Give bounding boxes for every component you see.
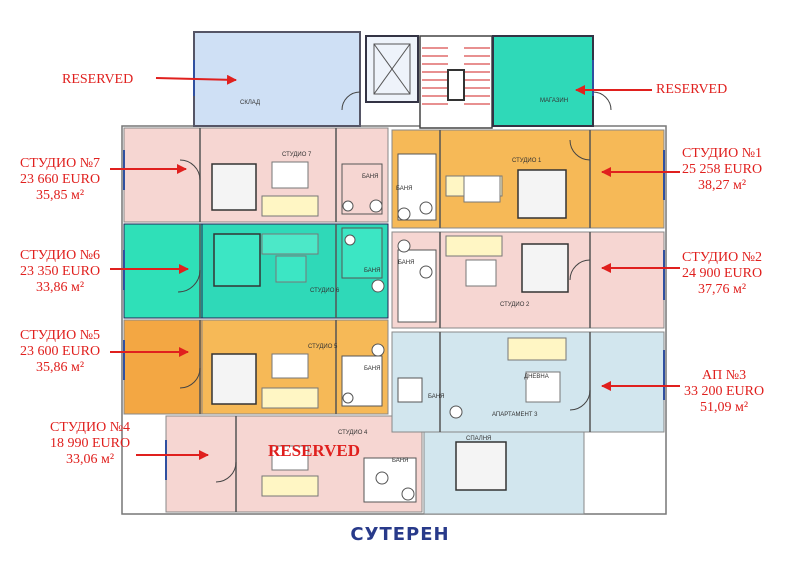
arrow-reserved-left (155, 74, 237, 85)
label-reserved-top-right: RESERVED (656, 82, 728, 97)
label-studio6: СТУДИО №6 23 350 EURO 33,86 м² (20, 248, 101, 295)
room-label-bedroom: СПАЛНЯ (466, 436, 491, 442)
label-studio4: СТУДИО №4 18 990 EURO 33,06 м² (50, 420, 131, 467)
label-reserved-studio4: RESERVED (268, 441, 360, 460)
label-studio5: СТУДИО №5 23 600 EURO 35,86 м² (20, 328, 101, 375)
room-label-apartment3: АПАРТАМЕНТ 3 (492, 412, 538, 418)
room-label-studio4: СТУДИО 4 (338, 430, 368, 436)
room-label-bath7: БАНЯ (362, 174, 378, 180)
page-title: СУТЕРЕН (350, 524, 450, 545)
room-label-bath1: БАНЯ (396, 186, 412, 192)
label-studio2: СТУДИО №2 24 900 EURO 37,76 м² (682, 250, 763, 297)
room-label-living: ДНЕВНА (524, 374, 549, 380)
room-label-studio7: СТУДИО 7 (282, 152, 312, 158)
room-label-magazin: МАГАЗИН (540, 98, 568, 104)
label-ap3: АП №3 33 200 EURO 51,09 м² (684, 368, 765, 415)
room-label-bath2: БАНЯ (398, 260, 414, 266)
room-label-sklad: СКЛАД (240, 100, 260, 106)
label-studio1: СТУДИО №1 25 258 EURO 38,27 м² (682, 146, 763, 193)
label-reserved-top-left: RESERVED (62, 72, 134, 87)
room-label-bath5: БАНЯ (364, 366, 380, 372)
room-label-studio2: СТУДИО 2 (500, 302, 530, 308)
room-magazin (492, 35, 594, 127)
room-label-studio6: СТУДИО 6 (310, 288, 340, 294)
room-label-studio5: СТУДИО 5 (308, 344, 338, 350)
room-label-bath3: БАНЯ (428, 394, 444, 400)
room-label-bath6: БАНЯ (364, 268, 380, 274)
room-label-studio1: СТУДИО 1 (512, 158, 542, 164)
label-studio7: СТУДИО №7 23 660 EURO 35,85 м² (20, 156, 101, 203)
outer-wall (121, 125, 667, 515)
room-label-bath4: БАНЯ (392, 458, 408, 464)
